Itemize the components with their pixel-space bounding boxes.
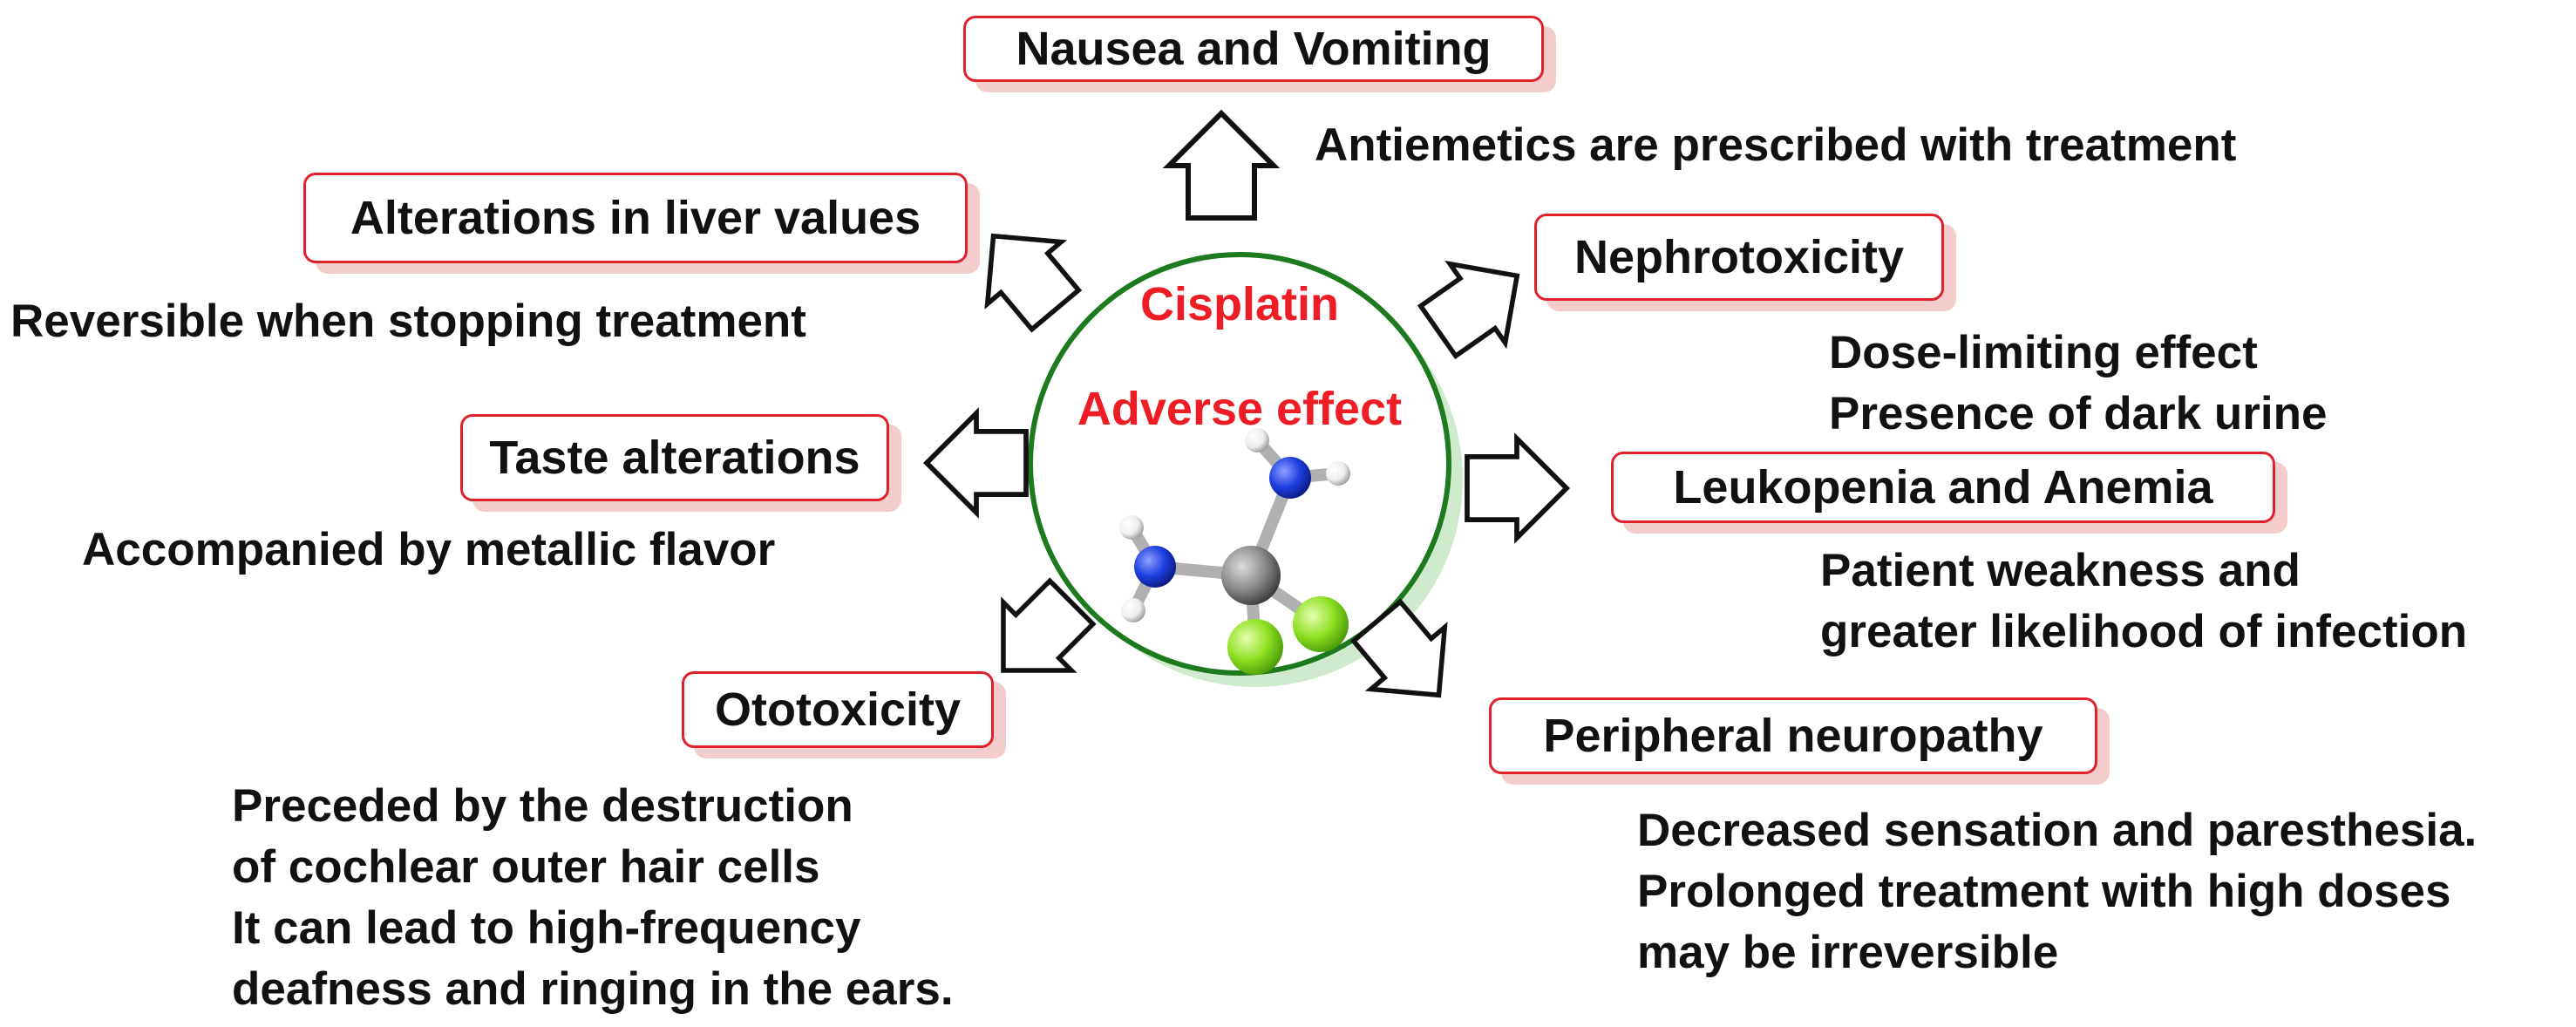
arrow-oto-icon — [1001, 577, 1097, 673]
effect-note-nephro: Dose-limiting effect Presence of dark ur… — [1829, 323, 2327, 445]
effect-box-leuko: Leukopenia and Anemia — [1611, 452, 2275, 523]
effect-note-neuro: Decreased sensation and paresthesia. Pro… — [1637, 800, 2477, 983]
note-line: Prolonged treatment with high doses — [1637, 866, 2451, 917]
note-line: Decreased sensation and paresthesia. — [1637, 805, 2477, 856]
effect-box-oto: Ototoxicity — [682, 671, 994, 748]
effect-box-nephro: Nephrotoxicity — [1534, 214, 1944, 301]
note-line: It can lead to high-frequency — [232, 902, 861, 954]
arrow-liver-icon — [984, 233, 1083, 333]
effect-note-nausea: Antiemetics are prescribed with treatmen… — [1315, 115, 2236, 176]
effect-note-oto: Preceded by the destruction of cochlear … — [232, 776, 954, 1020]
note-line: Presence of dark urine — [1829, 388, 2328, 439]
effect-box-liver: Alterations in liver values — [303, 173, 968, 263]
effect-note-leuko: Patient weakness and greater likelihood … — [1820, 541, 2467, 663]
arrow-nephro-icon — [1417, 260, 1520, 360]
arrow-neuro-icon — [1349, 598, 1448, 698]
arrow-up-nausea-icon — [1162, 109, 1281, 221]
note-line: of cochlear outer hair cells — [232, 841, 820, 893]
note-line: Patient weakness and — [1820, 545, 2301, 596]
note-line: Reversible when stopping treatment — [10, 296, 806, 347]
cisplatin-molecule-icon — [1119, 428, 1350, 675]
effect-box-nausea: Nausea and Vomiting — [963, 16, 1544, 82]
note-line: may be irreversible — [1637, 927, 2059, 978]
center-subtitle: Adverse effect — [1077, 383, 1403, 435]
note-line: Antiemetics are prescribed with treatmen… — [1315, 119, 2237, 171]
note-line: Dose-limiting effect — [1829, 327, 2258, 378]
effect-note-taste: Accompanied by metallic flavor — [82, 520, 775, 581]
arrow-taste-icon — [922, 407, 1029, 519]
effect-note-liver: Reversible when stopping treatment — [10, 291, 806, 352]
note-line: Accompanied by metallic flavor — [82, 524, 776, 575]
note-line: Preceded by the destruction — [232, 780, 853, 832]
arrow-leuko-icon — [1465, 432, 1571, 544]
effect-box-neuro: Peripheral neuropathy — [1489, 697, 2097, 774]
note-line: greater likelihood of infection — [1820, 606, 2468, 657]
note-line: deafness and ringing in the ears. — [232, 963, 954, 1015]
center-title: Cisplatin — [1139, 278, 1340, 330]
effect-box-taste: Taste alterations — [460, 414, 889, 501]
